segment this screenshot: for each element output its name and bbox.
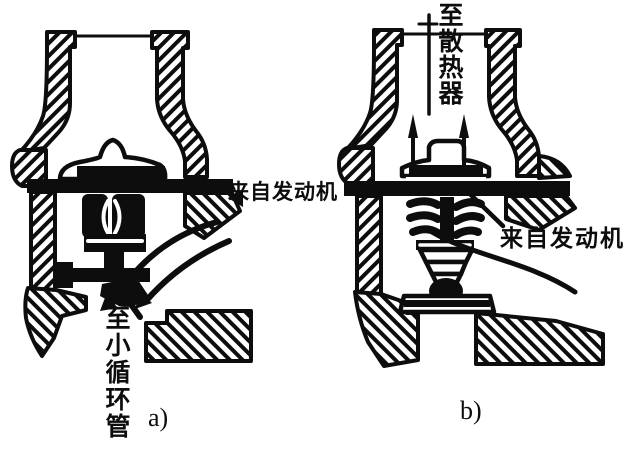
label-to-bypass-pipe-a: 至小循环管 <box>102 305 130 440</box>
bypass-valve-closed-b <box>397 247 497 315</box>
bellows-a <box>57 194 150 288</box>
flow-arrows-a <box>100 219 232 311</box>
panel-b-drawing <box>337 13 605 368</box>
main-valve-closed-a <box>57 137 168 182</box>
flow-arrows-up-b <box>408 114 469 170</box>
label-to-radiator-b: 至散热器 <box>435 2 463 106</box>
engine-leader-lines-b <box>429 191 578 295</box>
spring-b <box>406 197 485 250</box>
main-valve-open-b <box>399 138 492 181</box>
valve-seat-b <box>344 181 570 196</box>
from-engine-arrowhead-a <box>228 189 243 207</box>
caption-b: b) <box>460 396 482 425</box>
label-from-engine-b: 来自发动机 <box>500 225 625 251</box>
radiator-leader-line-b <box>417 13 439 116</box>
valve-seat-a <box>27 179 243 207</box>
label-from-engine-a: 来自发动机 <box>228 181 338 204</box>
caption-a: a) <box>148 403 169 432</box>
panel-a-drawing <box>10 30 253 363</box>
